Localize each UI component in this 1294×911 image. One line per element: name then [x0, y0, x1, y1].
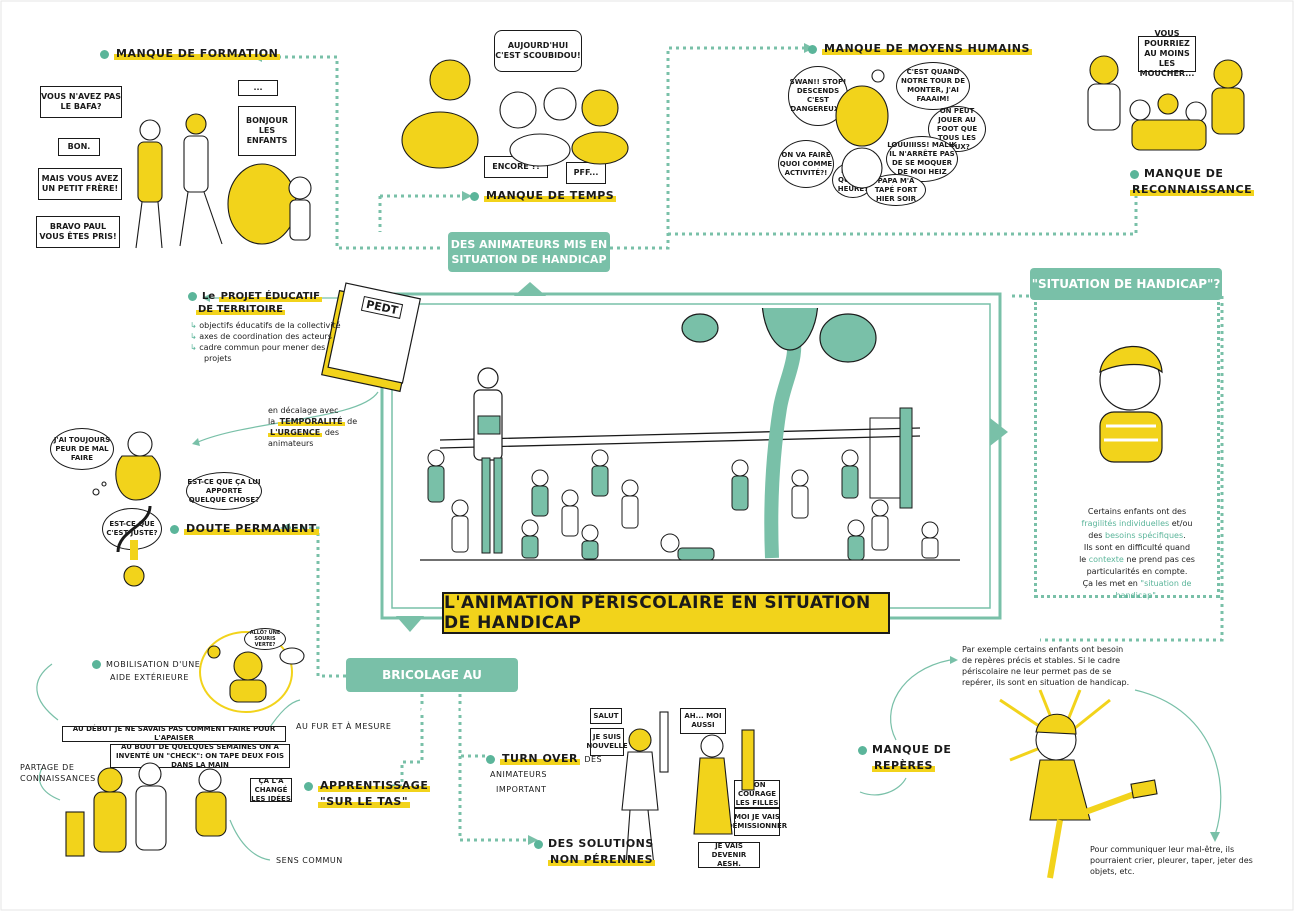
- speech-juste: EST-CE QUE C'EST JUSTE?: [102, 508, 162, 550]
- label-temps: MANQUE DE TEMPS: [470, 189, 617, 203]
- speech-check: AU BOUT DE QUELQUES SEMAINES ON A INVENT…: [110, 743, 290, 769]
- label-aufur: AU FUR ET À MESURE: [296, 722, 392, 731]
- speech-activite: ON VA FAIRE QUOI COMME ACTIVITÉ?!: [778, 140, 834, 188]
- dot-icon: [188, 291, 197, 301]
- speech-frere: MAIS VOUS AVEZ UN PETIT FRÈRE!: [38, 168, 122, 200]
- hub-bricolage-label: BRICOLAGE AU QUOTIDIEN: [382, 668, 482, 716]
- speech-idees: ÇA L'A CHANGÉ LES IDÉES: [250, 776, 292, 803]
- label-mobilisation: MOBILISATION D'UNE AIDE EXTÉRIEURE: [92, 658, 200, 684]
- pedt-bullet-1: ↳ objectifs éducatifs de la collectivité: [190, 321, 341, 330]
- speech-salut: SALUT: [590, 708, 622, 724]
- speech-moucher: VOUS POURRIEZ AU MOINS LES MOUCHER...: [1138, 29, 1196, 78]
- speech-foot: ON PEUT JOUER AU FOOT QUE TOUS LES DEUX?: [928, 106, 986, 152]
- pedt-bullets: ↳ objectifs éducatifs de la collectivité…: [190, 320, 341, 364]
- pedt-bullet-3: ↳ cadre commun pour mener des: [190, 343, 326, 352]
- pedt-bullet-2: ↳ axes de coordination des acteurs: [190, 332, 332, 341]
- dot-icon: [304, 781, 313, 791]
- dot-icon: [470, 191, 479, 201]
- playground-illustration: [420, 308, 960, 561]
- label-sens: SENS COMMUN: [276, 856, 343, 865]
- label-apprentissage: APPRENTISSAGE "SUR LE TAS": [304, 778, 431, 810]
- central-scene: [400, 308, 982, 598]
- label-reperes: MANQUE DE REPÈRES: [858, 742, 951, 774]
- label-formation: MANQUE DE FORMATION: [100, 47, 281, 61]
- speech-souris: ALLÔ? UNE SOURIS VERTE?: [244, 628, 286, 650]
- pedt-title: Le PROJET ÉDUCATIF DE TERRITOIRE: [188, 290, 322, 316]
- hub-animateurs: DES ANIMATEURS MIS EN SITUATION DE HANDI…: [448, 232, 610, 272]
- dot-icon: [170, 524, 179, 534]
- speech-scoubidou: AUJOURD'HUI C'EST SCOUBIDOU!: [494, 30, 582, 72]
- situation-title: "SITUATION DE HANDICAP"?: [1031, 277, 1221, 291]
- main-title: L'ANIMATION PÉRISCOLAIRE EN SITUATION DE…: [444, 593, 871, 633]
- speech-faim: C'EST QUAND NOTRE TOUR DE MONTER, J'AI F…: [896, 62, 970, 110]
- speech-bonjour: BONJOUR LES ENFANTS: [238, 106, 296, 156]
- speech-demission: MOI JE VAIS DÉMISSIONNER: [727, 808, 787, 836]
- reperes-bottom-text: Pour communiquer leur mal-être, ils pour…: [1090, 845, 1253, 876]
- speech-aesh: JE VAIS DEVENIR AESH.: [698, 842, 760, 868]
- dot-icon: [1130, 169, 1139, 179]
- main-title-box: L'ANIMATION PÉRISCOLAIRE EN SITUATION DE…: [442, 592, 890, 634]
- speech-papa: PAPA M'A TAPÉ FORT HIER SOIR: [866, 174, 926, 206]
- label-reconnaissance: MANQUE DE RECONNAISSANCE: [1130, 167, 1255, 196]
- speech-swan: SWAN!! STOP! DESCENDS C'EST DANGEREUX!!: [788, 66, 848, 126]
- hub-bricolage: BRICOLAGE AU QUOTIDIEN: [346, 658, 518, 716]
- speech-peur: J'AI TOUJOURS PEUR DE MAL FAIRE: [50, 428, 114, 470]
- speech-apporte: EST-CE QUE ÇA LUI APPORTE QUELQUE CHOSE?: [186, 472, 262, 510]
- situation-text: Certains enfants ont des fragilités indi…: [1079, 507, 1195, 600]
- speech-encore: ENCORE ?!: [484, 156, 548, 178]
- speech-courage: BON COURAGE LES FILLES: [734, 780, 780, 808]
- speech-aussi: AH... MOI AUSSI: [680, 708, 726, 734]
- label-moyens: MANQUE DE MOYENS HUMAINS: [808, 42, 1032, 56]
- label-doute: DOUTE PERMANENT: [170, 522, 319, 536]
- hub-animateurs-label: DES ANIMATEURS MIS EN SITUATION DE HANDI…: [450, 238, 608, 266]
- speech-dots: ...: [238, 80, 278, 96]
- dot-icon: [486, 754, 495, 764]
- speech-bafa: VOUS N'AVEZ PAS LE BAFA?: [40, 86, 122, 118]
- speech-debut: AU DÉBUT JE NE SAVAIS PAS COMMENT FAIRE …: [62, 725, 286, 742]
- dot-icon: [534, 839, 543, 849]
- speech-pff: PFF...: [566, 162, 606, 184]
- speech-nouvelle: JE SUIS NOUVELLE: [586, 728, 628, 756]
- situation-panel: [1034, 302, 1220, 598]
- reperes-text: Par exemple certains enfants ont besoin …: [962, 645, 1130, 687]
- decalage-text: en décalage avec la TEMPORALITÉ de L'URG…: [268, 406, 358, 448]
- dot-icon: [858, 745, 867, 755]
- situation-title-box: "SITUATION DE HANDICAP"?: [1030, 268, 1222, 300]
- speech-bon: BON.: [58, 138, 100, 156]
- label-turnover: TURN OVER DES ANIMATEURS IMPORTANT: [486, 752, 602, 797]
- dot-icon: [92, 660, 101, 669]
- dot-icon: [808, 44, 817, 54]
- pedt-bullet-3b: projets: [204, 354, 232, 363]
- speech-bravo: BRAVO PAUL VOUS ÊTES PRIS!: [36, 216, 120, 248]
- label-solutions: DES SOLUTIONS NON PÉRENNES: [534, 836, 656, 868]
- dot-icon: [100, 49, 109, 59]
